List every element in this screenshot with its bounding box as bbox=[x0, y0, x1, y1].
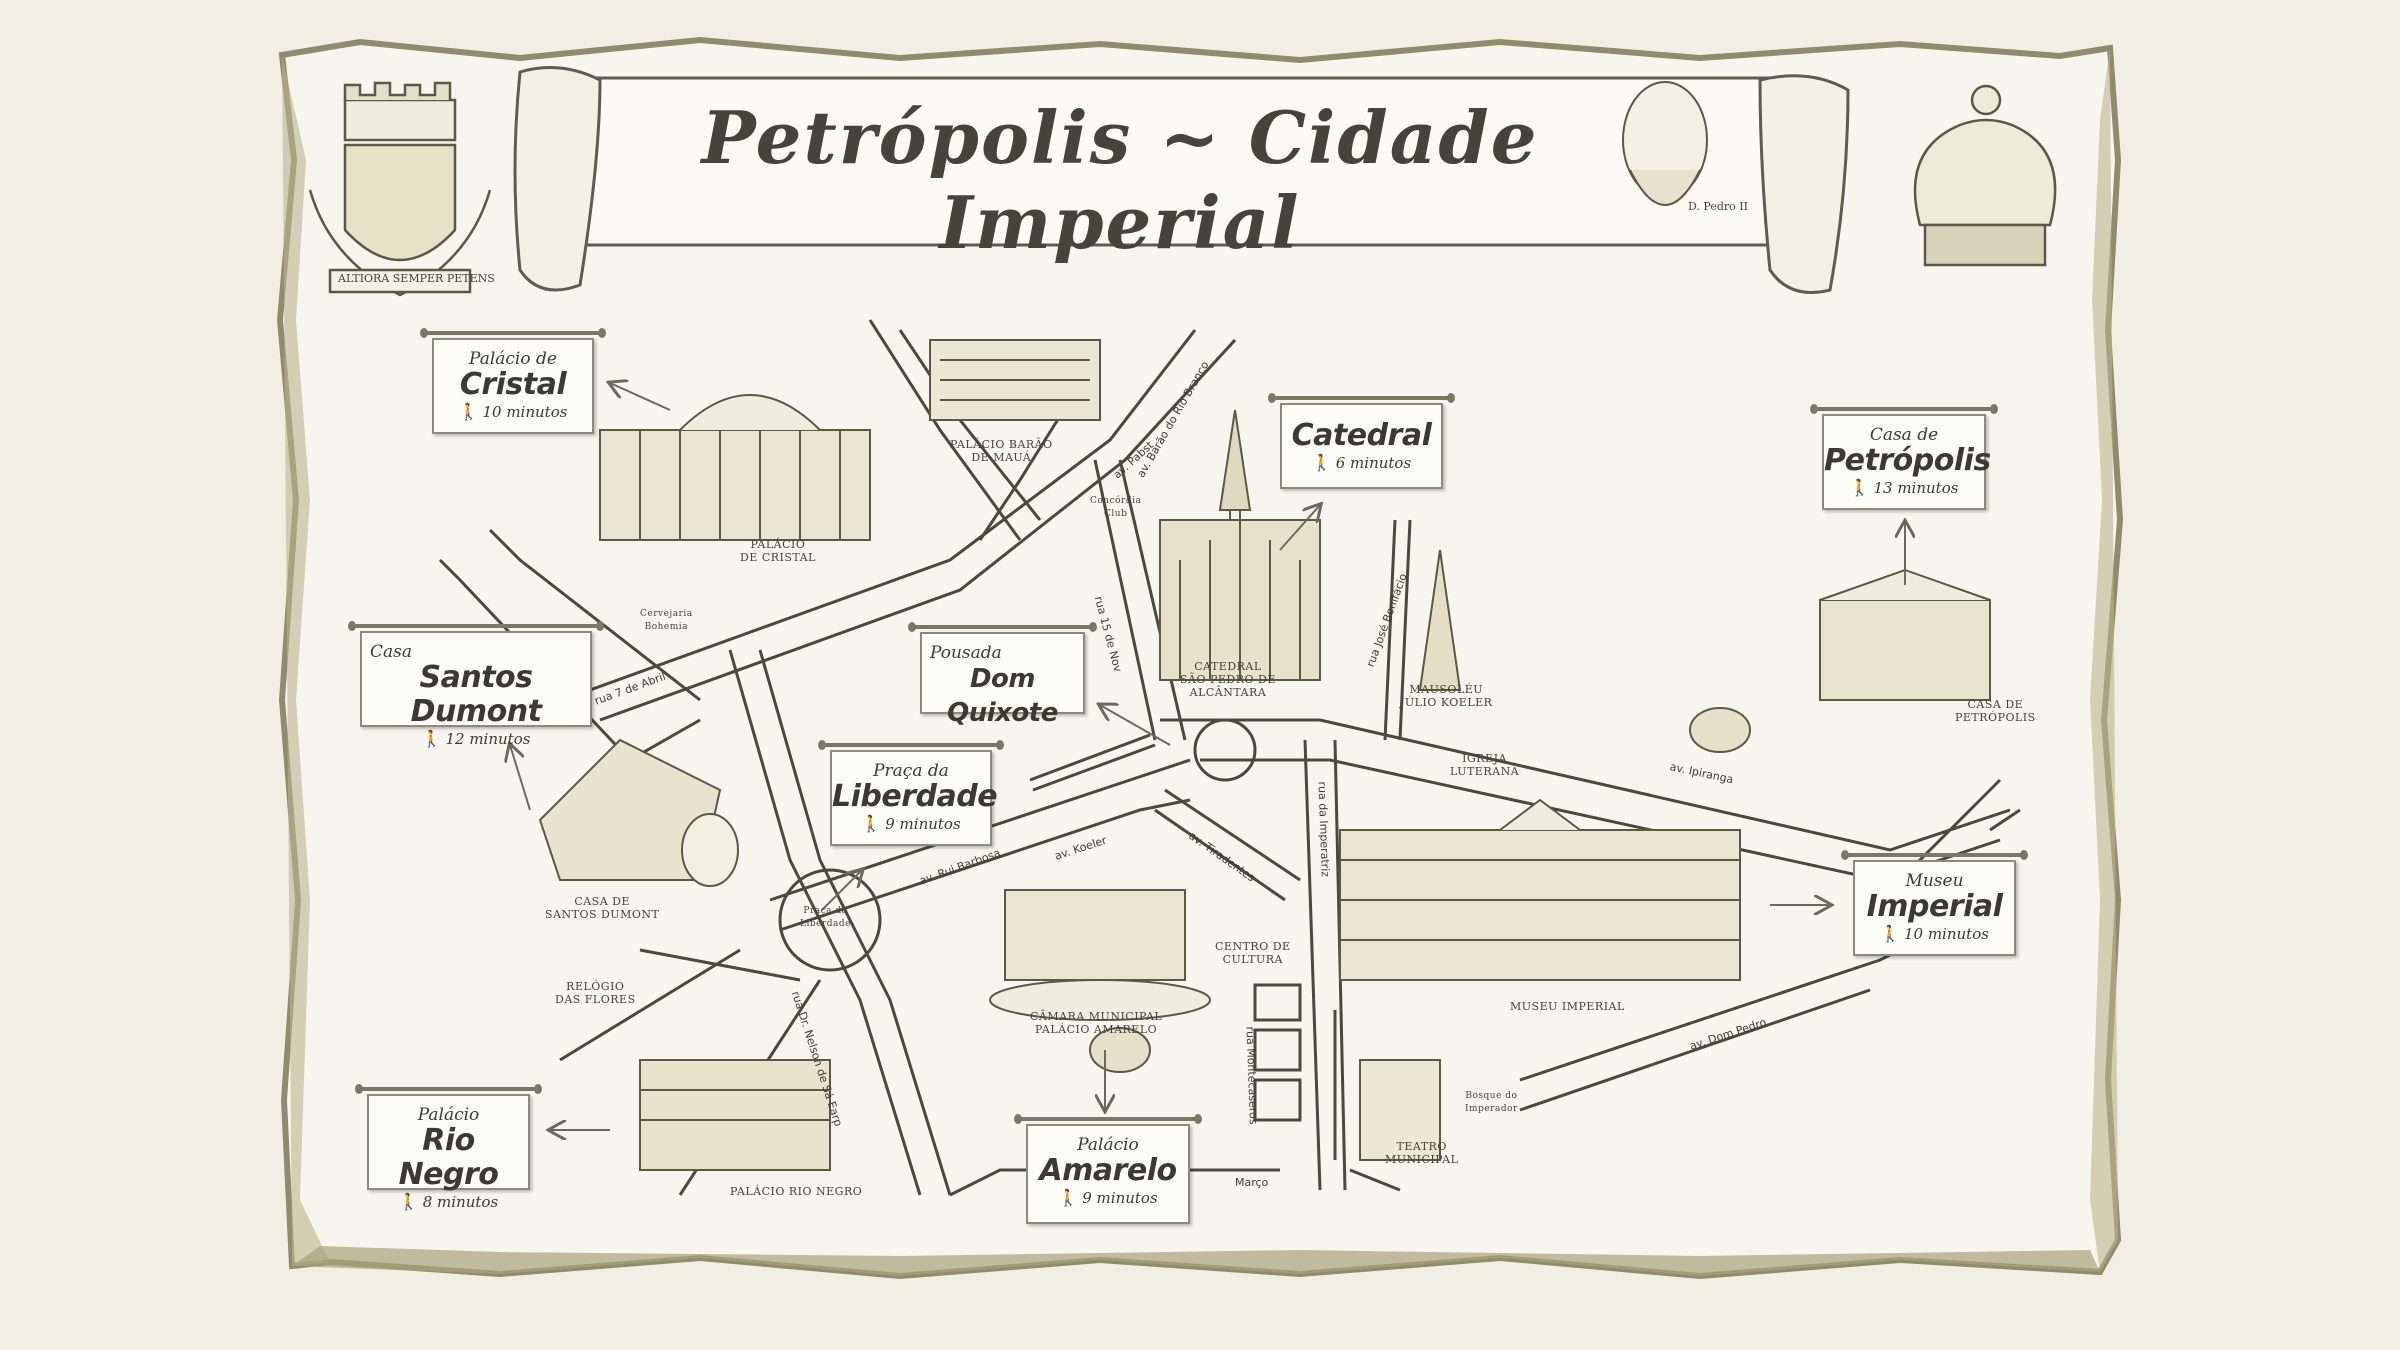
sign-casa-petropolis[interactable]: Casa de Petrópolis 🚶13 minutos bbox=[1810, 404, 1998, 510]
sign-walk-time: 🚶12 minutos bbox=[421, 729, 531, 748]
sign-rio-negro[interactable]: Palácio Rio Negro 🚶8 minutos bbox=[355, 1084, 542, 1211]
sign-prefix: Palácio bbox=[1077, 1135, 1139, 1155]
walking-icon: 🚶 bbox=[458, 402, 479, 421]
label-mausoleu: MAUSOLÉU JÚLIO KOELER bbox=[1400, 683, 1493, 709]
label-catedral: CATEDRAL SÃO PEDRO DE ALCÂNTARA bbox=[1180, 660, 1276, 699]
sign-prefix: Palácio bbox=[417, 1105, 480, 1125]
sign-name: Liberdade bbox=[832, 779, 998, 814]
label-teatro-municipal: TEATRO MUNICIPAL bbox=[1385, 1140, 1459, 1166]
sign-walk-time: 🚶10 minutos bbox=[1880, 924, 1989, 943]
sign-prefix: Casa bbox=[370, 642, 413, 662]
sign-prefix: Museu bbox=[1905, 871, 1964, 891]
sign-walk-time: 🚶8 minutos bbox=[398, 1192, 499, 1211]
street-network bbox=[438, 319, 2021, 1197]
sign-praca-liberdade[interactable]: Praça da Liberdade 🚶9 minutos bbox=[818, 740, 1004, 846]
sign-name: Imperial bbox=[1866, 889, 2003, 924]
label-praca-liberdade: Praça da Liberdade bbox=[800, 906, 851, 929]
sign-walk-time: 🚶13 minutos bbox=[1849, 478, 1959, 497]
label-palacio-rio-negro: PALÁCIO RIO NEGRO bbox=[730, 1185, 863, 1198]
sign-dom-quixote[interactable]: Pousada Dom Quixote bbox=[908, 622, 1097, 728]
walking-icon: 🚶 bbox=[398, 1192, 419, 1211]
walking-icon: 🚶 bbox=[1880, 924, 1900, 943]
label-palacio-cristal: PALÁCIO DE CRISTAL bbox=[740, 538, 816, 564]
sign-prefix: Pousada bbox=[930, 643, 1002, 663]
sign-name: Rio Negro bbox=[398, 1123, 499, 1192]
sign-museu-imperial[interactable]: Museu Imperial 🚶10 minutos bbox=[1841, 850, 2028, 956]
sign-name: Amarelo bbox=[1039, 1153, 1177, 1188]
sign-walk-time: 🚶9 minutos bbox=[861, 814, 961, 833]
sign-prefix: Praça da bbox=[873, 761, 949, 781]
crown-drawing bbox=[1913, 84, 2057, 267]
sign-palacio-cristal[interactable]: Palácio de Cristal 🚶10 minutos bbox=[420, 328, 606, 434]
sign-santos-dumont[interactable]: Casa Santos Dumont 🚶12 minutos bbox=[348, 621, 604, 748]
sign-name: Cristal bbox=[459, 367, 567, 402]
coat-motto: ALTIORA SEMPER PETENS bbox=[338, 272, 495, 285]
label-relogio-flores: RELÓGIO DAS FLORES bbox=[555, 980, 636, 1006]
sign-name: Petrópolis bbox=[1824, 443, 1991, 478]
walking-icon: 🚶 bbox=[1311, 453, 1332, 472]
sign-name: Santos Dumont bbox=[410, 660, 542, 729]
walking-icon: 🚶 bbox=[861, 814, 882, 833]
coat-of-arms bbox=[308, 81, 492, 297]
walking-icon: 🚶 bbox=[421, 729, 442, 748]
label-centro-cultura: CENTRO DE CULTURA bbox=[1215, 940, 1291, 966]
sign-walk-time: 🚶10 minutos bbox=[458, 402, 568, 421]
sign-walk-time: 🚶9 minutos bbox=[1058, 1188, 1158, 1207]
sign-catedral[interactable]: Catedral 🚶6 minutos bbox=[1268, 393, 1455, 489]
label-casa-santos-dumont: CASA DE SANTOS DUMONT bbox=[545, 895, 660, 921]
map-title: Petrópolis ~ Cidade Imperial bbox=[701, 95, 1539, 265]
walking-icon: 🚶 bbox=[1849, 478, 1870, 497]
label-palacio-barao-maua: PALÁCIO BARÃO DE MAUÁ bbox=[950, 438, 1053, 464]
portrait-drawing bbox=[1622, 81, 1708, 206]
label-museu-imperial: MUSEU IMPERIAL bbox=[1510, 1000, 1625, 1013]
building-sketches bbox=[538, 339, 1991, 1171]
sign-palacio-amarelo[interactable]: Palácio Amarelo 🚶9 minutos bbox=[1014, 1114, 1202, 1224]
sign-name: Catedral bbox=[1291, 418, 1432, 453]
label-camara-municipal: CÂMARA MUNICIPAL PALÁCIO AMARELO bbox=[1030, 1010, 1163, 1036]
sign-prefix: Palácio de bbox=[469, 349, 557, 369]
label-cervejaria: Cervejaria Bohemia bbox=[640, 609, 693, 632]
street-marco: Março bbox=[1235, 1176, 1269, 1189]
label-casa-petropolis: CASA DE PETRÓPOLIS bbox=[1955, 698, 2036, 724]
sign-name: Dom Quixote bbox=[947, 664, 1058, 728]
label-bosque: Bosque do Imperador bbox=[1465, 1091, 1518, 1114]
direction-arrows bbox=[510, 383, 1905, 1130]
walking-icon: 🚶 bbox=[1058, 1188, 1079, 1207]
portrait-caption: D. Pedro II bbox=[1688, 200, 1748, 213]
sign-walk-time: 🚶6 minutos bbox=[1311, 453, 1412, 472]
label-concordia: Concórdia Club bbox=[1090, 496, 1142, 519]
label-igreja-luterana: IGREJA LUTERANA bbox=[1450, 752, 1520, 778]
sign-prefix: Casa de bbox=[1869, 425, 1939, 445]
